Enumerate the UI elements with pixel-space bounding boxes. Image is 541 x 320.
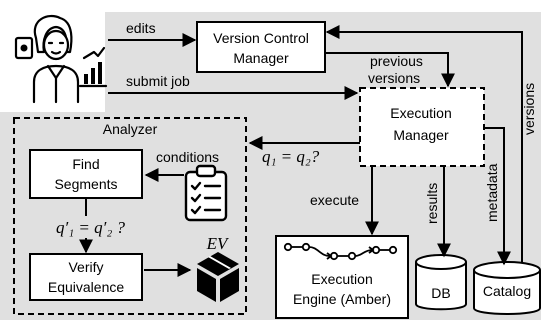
db-cylinder — [415, 254, 467, 311]
find-segments-label-1: Find — [72, 156, 99, 172]
execution-manager-label-2: Manager — [393, 127, 449, 143]
verify-equivalence-label-2: Equivalence — [48, 279, 124, 295]
equivalence-query-label: q₁ = q₂? — [262, 147, 320, 166]
previous-versions-label-2: versions — [368, 70, 420, 86]
version-control-manager-box — [196, 21, 326, 73]
workflow-pipeline-icon — [283, 242, 398, 261]
catalog-label: Catalog — [483, 283, 531, 299]
db-label: DB — [431, 285, 450, 301]
verify-equivalence-box — [29, 253, 143, 301]
execution-manager-label-1: Execution — [390, 105, 451, 121]
q-prime-label: q′₁ = q′₂ ? — [56, 218, 125, 237]
execute-label: execute — [310, 192, 359, 208]
catalog-cylinder — [473, 261, 541, 315]
versions-label: versions — [521, 83, 537, 135]
execution-engine-label-2: Engine (Amber) — [293, 291, 391, 307]
conditions-label: conditions — [156, 149, 219, 165]
edits-label: edits — [126, 20, 156, 36]
analyzer-title: Analyzer — [103, 121, 158, 137]
previous-versions-label-1: previous — [370, 53, 423, 69]
execution-manager-box — [359, 87, 485, 167]
verify-equivalence-label-1: Verify — [68, 259, 103, 275]
versions-arrow — [325, 25, 523, 262]
previous-versions-arrow — [325, 52, 455, 88]
ev-cube-icon — [197, 252, 239, 302]
checklist-clipboard-icon — [184, 164, 228, 222]
metadata-label: metadata — [484, 163, 500, 222]
ev-label: EV — [206, 234, 230, 253]
version-control-manager-label-2: Manager — [233, 50, 289, 66]
analyzer-box — [13, 117, 247, 315]
find-segments-label-2: Segments — [54, 176, 117, 192]
metadata-arrow — [484, 127, 511, 266]
submit-job-label: submit job — [126, 73, 190, 89]
data-scientist-icon — [14, 14, 108, 104]
q-prime-label-bg — [54, 216, 138, 238]
results-label: results — [424, 183, 440, 224]
version-control-manager-label-1: Version Control — [213, 30, 309, 46]
execution-engine-label-1: Execution — [311, 271, 372, 287]
